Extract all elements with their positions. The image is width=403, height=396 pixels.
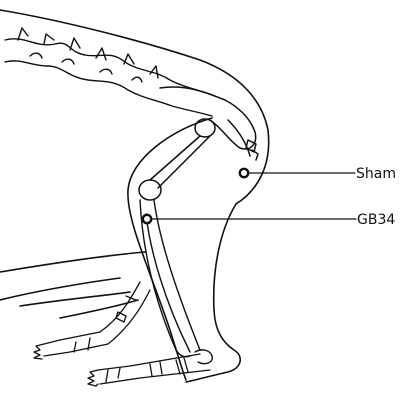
gb34-marker-icon <box>143 215 151 223</box>
leg-outline <box>128 118 240 382</box>
gb34-label: GB34 <box>357 212 395 228</box>
leader-lines <box>152 173 356 219</box>
sham-label: Sham <box>356 166 396 182</box>
pelvis <box>160 87 258 160</box>
tibia-fibula <box>140 200 212 364</box>
sham-marker-icon <box>240 169 248 177</box>
fore-foot <box>34 282 150 359</box>
femur <box>139 119 215 200</box>
body-outline <box>0 10 269 318</box>
vertebrae <box>5 28 215 116</box>
